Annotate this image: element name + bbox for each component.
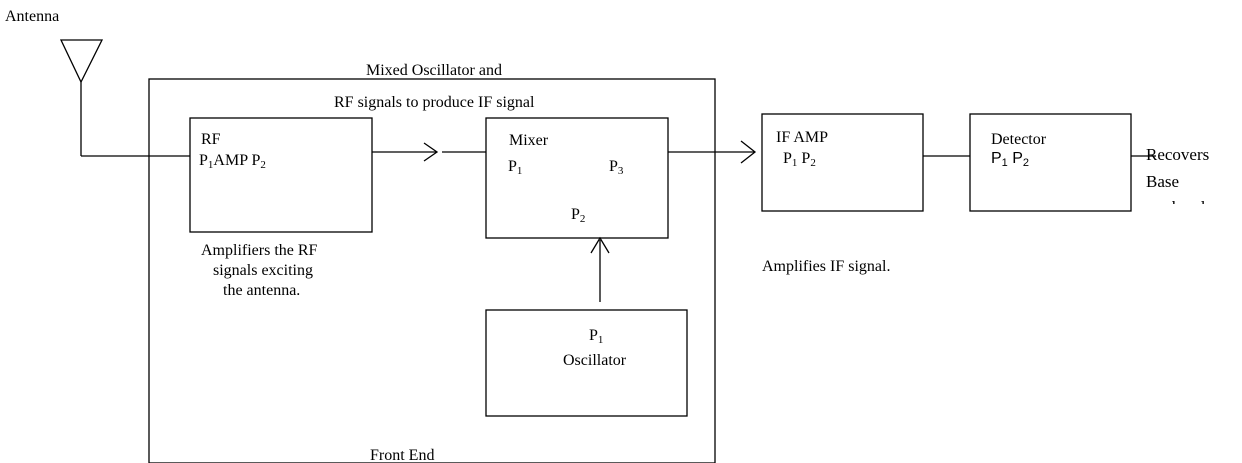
rf-amp-port-letter-left: P bbox=[199, 152, 208, 169]
mixer-port-p3-letter: P bbox=[609, 158, 618, 175]
rf-amp-box bbox=[189, 117, 373, 233]
front-end-bottom-label: Front End bbox=[370, 447, 435, 463]
mixer-port-p2: P2 bbox=[571, 206, 586, 225]
recovers-line-1: Recovers bbox=[1146, 145, 1210, 164]
rf-to-mixer-arrowhead bbox=[423, 142, 439, 162]
front-end-title-line-1: Mixed Oscillator and bbox=[366, 62, 502, 79]
mixer-port-p1: P1 bbox=[508, 158, 523, 177]
if-amp-port-p1-sub: 1 bbox=[791, 157, 798, 169]
rf-amp-ports: P1AMP P2 bbox=[199, 152, 266, 171]
detector-port-p1-sub: 1 bbox=[1001, 157, 1008, 169]
oscillator-title: Oscillator bbox=[563, 352, 627, 369]
antenna-icon bbox=[59, 39, 104, 84]
detector-port-p1-letter: P bbox=[991, 150, 1002, 167]
detector-ports: P1 P2 bbox=[991, 150, 1030, 169]
rf-amp-title: RF bbox=[201, 131, 221, 148]
mixer-title: Mixer bbox=[509, 132, 549, 149]
recovers-line-3: band bbox=[1172, 198, 1205, 204]
rf-note-line-1: Amplifiers the RF bbox=[201, 242, 318, 259]
if-amp-port-p2-letter: P bbox=[801, 150, 811, 167]
mixer-port-p2-letter: P bbox=[571, 206, 580, 223]
oscillator-port-p1: P1 bbox=[589, 327, 604, 346]
if-amp-port-p1-letter: P bbox=[783, 150, 792, 167]
rf-amp-port-letter-right: P bbox=[251, 152, 261, 169]
mixer-port-p3: P3 bbox=[609, 158, 624, 177]
front-end-box bbox=[148, 78, 716, 463]
mixer-port-p1-letter: P bbox=[508, 158, 517, 175]
detector-title: Detector bbox=[991, 131, 1047, 148]
rf-amp-port-sub-left: 1 bbox=[207, 159, 214, 171]
mixer-box bbox=[485, 117, 669, 239]
oscillator-box bbox=[485, 309, 688, 417]
mixer-port-p3-sub: 3 bbox=[617, 165, 624, 177]
if-amp-port-p2-sub: 2 bbox=[810, 157, 816, 169]
rf-note-line-3: the antenna. bbox=[223, 282, 301, 299]
rf-amp-mid-label: AMP bbox=[213, 152, 248, 169]
mixer-to-if-arrowhead bbox=[740, 140, 757, 164]
if-note: Amplifies IF signal. bbox=[762, 258, 891, 275]
recovers-line-2: Base bbox=[1146, 172, 1180, 191]
oscillator-port-p1-sub: 1 bbox=[597, 334, 604, 346]
if-amp-title: IF AMP bbox=[776, 129, 829, 146]
oscillator-to-mixer-arrowhead bbox=[590, 236, 610, 254]
mixer-port-p2-sub: 2 bbox=[579, 213, 586, 225]
antenna-label: Antenna bbox=[5, 8, 60, 25]
rf-amp-port-sub-right: 2 bbox=[260, 159, 266, 171]
rf-note-line-2: signals exciting bbox=[213, 262, 313, 279]
oscillator-port-p1-letter: P bbox=[589, 327, 598, 344]
mixer-port-p1-sub: 1 bbox=[516, 165, 523, 177]
detector-port-p2-sub: 2 bbox=[1022, 157, 1030, 169]
detector-box bbox=[969, 113, 1132, 212]
detector-port-p2-letter: P bbox=[1012, 150, 1023, 167]
front-end-title-line-2: RF signals to produce IF signal bbox=[334, 94, 535, 111]
if-amp-ports: P1 P2 bbox=[783, 150, 816, 169]
if-amp-box bbox=[761, 113, 924, 212]
